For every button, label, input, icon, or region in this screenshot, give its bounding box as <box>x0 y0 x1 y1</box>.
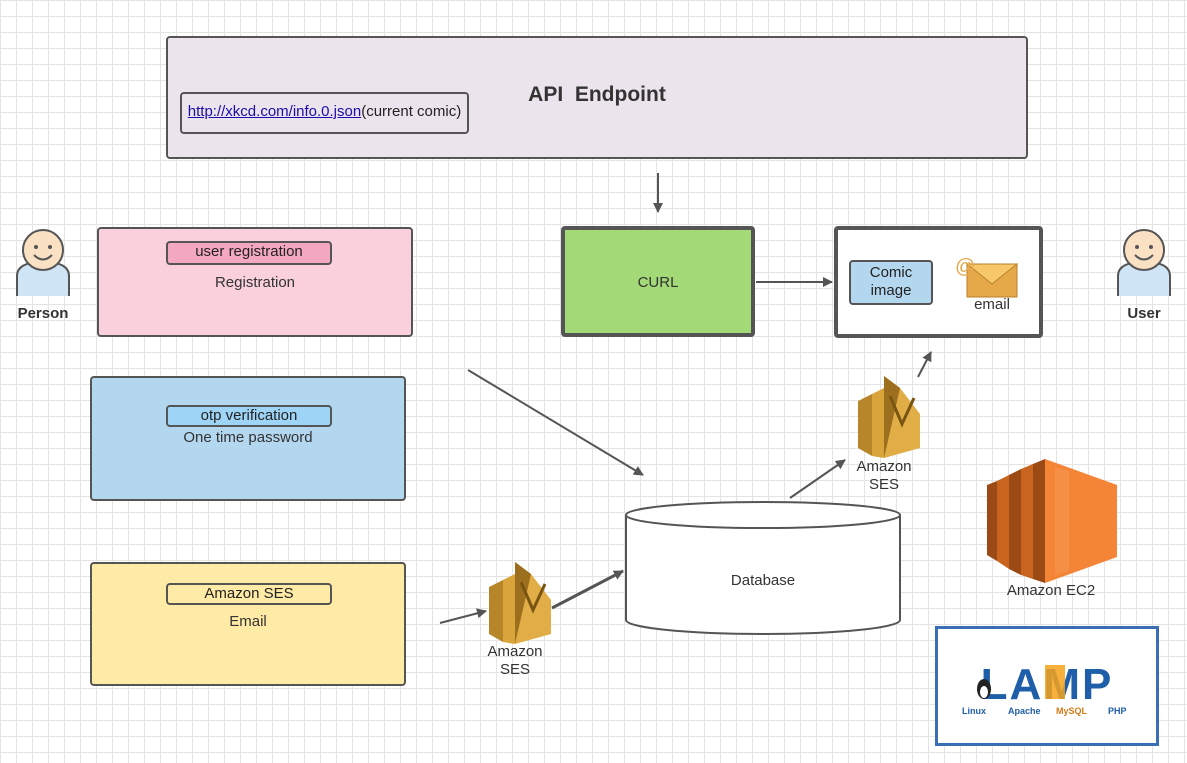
lamp-logo-graphic: LAMP <box>977 660 1111 709</box>
amazon-ses-pill: Amazon SES <box>166 583 332 605</box>
api-endpoint-box: API Endpoint http://xkcd.com/info.0.json… <box>166 36 1028 159</box>
email-envelope-icon: @ <box>955 256 1019 298</box>
comic-image-pill: Comic image <box>849 260 933 305</box>
amazon-ses-bottom-label-1: Amazon <box>487 643 543 660</box>
api-endpoint-title: API Endpoint <box>528 83 666 106</box>
user-label: User <box>1127 305 1161 322</box>
arrow-db-to-ses <box>789 459 846 499</box>
amazon-ec2-label: Amazon EC2 <box>1006 582 1096 599</box>
arrow-ses-to-output <box>917 351 932 378</box>
amazon-ses-top-label-1: Amazon <box>856 458 912 475</box>
email-label: Email <box>229 613 267 630</box>
database-cylinder <box>625 501 901 635</box>
otp-verification-pill: otp verification <box>166 405 332 427</box>
lamp-apache-label: Apache <box>1008 706 1041 716</box>
output-email-label: email <box>974 296 1010 313</box>
lamp-logo: LAMP Linux Apache MySQL PHP <box>935 626 1159 746</box>
person-icon <box>16 229 70 296</box>
one-time-password-label: One time password <box>183 429 313 446</box>
curl-label: CURL <box>637 274 679 291</box>
amazon-ses-icon <box>858 376 920 458</box>
lamp-php-label: PHP <box>1108 706 1127 716</box>
amazon-ses-bottom-label-2: SES <box>499 661 530 678</box>
otp-box: otp verification One time password <box>90 376 406 501</box>
amazon-ses-top-label-2: SES <box>868 476 899 493</box>
user-icon <box>1117 229 1171 296</box>
arrow-registration-to-db <box>467 369 644 476</box>
arrow-email-to-ses <box>439 608 487 624</box>
person-label: Person <box>17 305 69 322</box>
amazon-ses-icon <box>489 562 551 644</box>
lamp-mysql-label: MySQL <box>1056 706 1088 716</box>
curl-box: CURL <box>561 226 755 337</box>
database-label: Database <box>730 572 796 589</box>
registration-label: Registration <box>214 274 296 291</box>
arrow-ses-to-db <box>551 569 624 610</box>
registration-box: user registration Registration <box>97 227 413 337</box>
at-symbol: @ <box>955 256 975 278</box>
api-url-link[interactable]: http://xkcd.com/info.0.json <box>187 103 362 120</box>
amazon-ec2-icon <box>987 459 1117 583</box>
user-registration-pill: user registration <box>166 241 332 265</box>
output-box: Comic image @ email <box>834 226 1043 338</box>
lamp-linux-label: Linux <box>962 706 986 716</box>
email-box: Amazon SES Email <box>90 562 406 686</box>
api-url-pill: http://xkcd.com/info.0.json(current comi… <box>180 92 469 134</box>
api-url-suffix: (current comic) <box>361 103 462 120</box>
